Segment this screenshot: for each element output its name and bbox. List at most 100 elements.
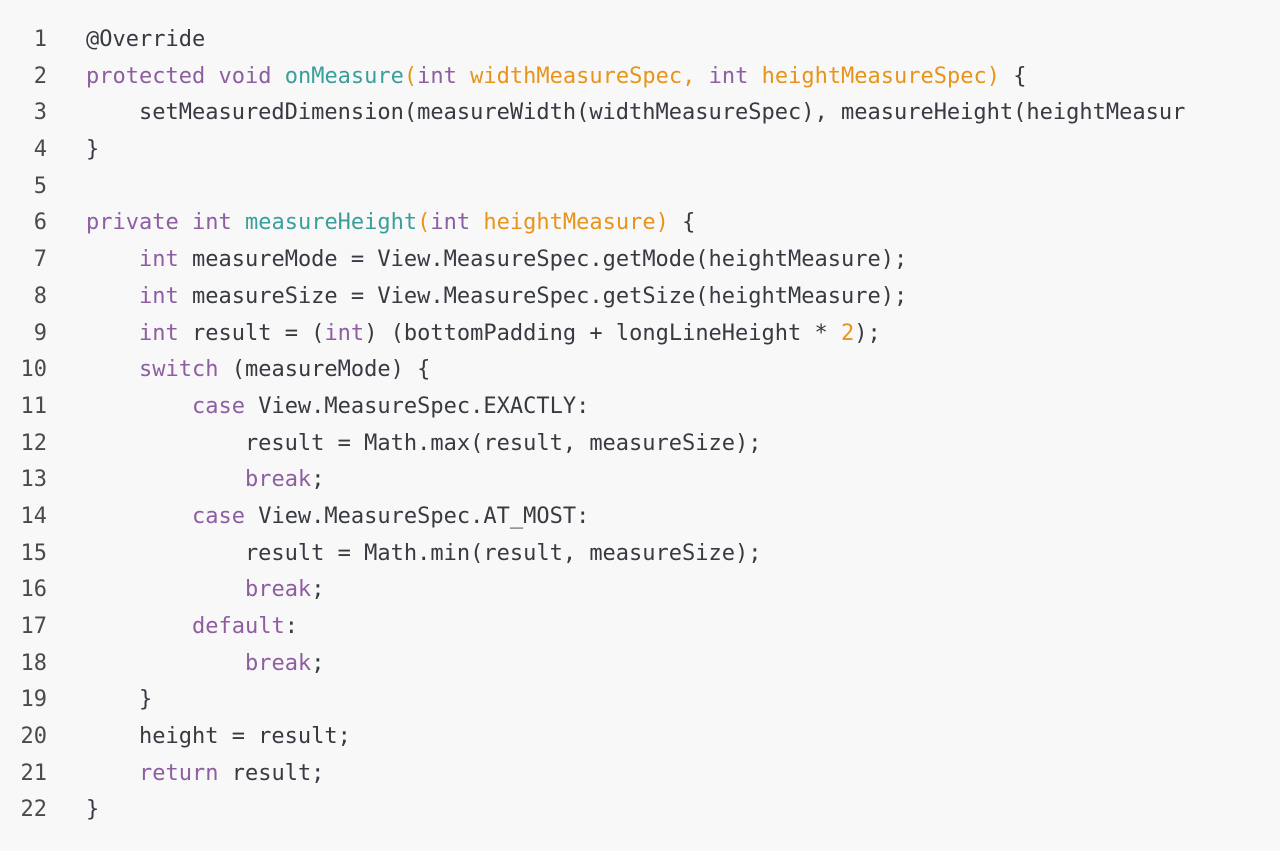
code-token [86,651,245,676]
code-token: } [86,687,153,713]
code-line: 21 return result; [0,756,1280,793]
code-token: } [86,137,100,163]
line-number: 21 [20,760,48,786]
code-token [205,64,218,89]
code-line: 9 int result = (int) (bottomPadding + lo… [0,316,1280,353]
code-token: result; [218,760,325,786]
code-line: 13 break; [0,462,1280,499]
line-number: 20 [20,724,48,750]
keyword-token: break [244,577,312,603]
keyword-token: break [244,467,312,493]
line-code: } [86,682,152,719]
code-line: 22} [0,792,1280,829]
line-number: 18 [20,650,48,676]
line-number: 6 [33,210,47,236]
code-line: 7 int measureMode = View.MeasureSpec.get… [0,242,1280,279]
line-code: break; [86,462,324,499]
keyword-token: switch [138,357,219,383]
code-token [86,614,192,639]
parameter-token: widthMeasureSpec, [456,63,709,89]
line-number: 13 [20,467,48,493]
code-line: 5 [0,169,1280,206]
line-number: 9 [33,320,47,346]
code-token: ; [311,650,325,676]
code-line: 11 case View.MeasureSpec.EXACTLY: [0,389,1280,426]
code-token [86,284,139,309]
line-code: default: [86,609,298,646]
code-line: 19 } [0,682,1280,719]
keyword-token: int [708,63,749,89]
code-token [271,64,284,89]
parameter-token: ( [403,63,418,89]
code-token: } [86,797,100,823]
code-line: 1@Override [0,22,1280,59]
parameter-token: ( [417,210,431,236]
code-line: 8 int measureSize = View.MeasureSpec.get… [0,279,1280,316]
line-code: int measureSize = View.MeasureSpec.getSi… [86,279,907,316]
line-code: int measureMode = View.MeasureSpec.getMo… [86,242,907,279]
code-token: result = Math.min(result, measureSize); [86,540,762,566]
line-number: 17 [20,614,48,639]
line-number: 15 [20,540,48,566]
line-code: height = result; [86,719,351,756]
parameter-token: heightMeasureSpec) [748,63,1001,89]
line-code: switch (measureMode) { [86,352,430,389]
line-number: 4 [33,137,47,163]
line-code: } [86,132,99,169]
code-token: ) (bottomPadding + longLineHeight * [364,320,842,346]
code-line: 16 break; [0,572,1280,609]
code-token: ; [311,577,325,603]
code-token [86,577,245,602]
line-number: 8 [33,283,47,309]
code-line: 20 height = result; [0,719,1280,756]
line-code: result = Math.max(result, measureSize); [86,426,762,463]
line-code: setMeasuredDimension(measureWidth(widthM… [86,95,1185,132]
line-code: break; [86,572,324,609]
code-line: 10 switch (measureMode) { [0,352,1280,389]
line-number: 10 [20,357,48,383]
code-line: 18 break; [0,646,1280,683]
number-token: 2 [841,320,855,346]
code-line: 12 result = Math.max(result, measureSize… [0,426,1280,463]
code-line: 3 setMeasuredDimension(measureWidth(widt… [0,95,1280,132]
keyword-token: int [324,320,365,346]
keyword-token: int [417,63,457,89]
line-number: 22 [20,797,48,823]
function-name-token: onMeasure [284,63,404,89]
line-code: case View.MeasureSpec.EXACTLY: [86,389,589,426]
keyword-token: break [244,650,312,676]
code-token: result = Math.max(result, measureSize); [86,430,762,456]
code-token: ; [311,467,325,493]
line-number: 16 [20,577,48,603]
code-line: 6 private int measureHeight(int heightMea… [0,205,1280,242]
keyword-token: case [191,393,245,419]
keyword-token: case [191,503,245,529]
code-line: 4} [0,132,1280,169]
code-token: measureSize = View.MeasureSpec.getSize(h… [178,283,908,309]
line-code: protected void onMeasure(int widthMeasur… [86,59,1027,96]
line-code: private int measureHeight(int heightMeas… [86,205,695,242]
code-token [86,761,139,786]
code-token: (measureMode) { [218,357,431,383]
line-code: break; [86,646,324,683]
code-token: : [284,614,298,639]
line-number: 11 [20,393,48,419]
code-token: { [668,210,696,236]
code-token: { [1000,63,1027,89]
code-line: 15 result = Math.min(result, measureSize… [0,536,1280,573]
line-number: 1 [33,27,47,52]
keyword-token: int [138,320,179,346]
keyword-token: int [191,210,232,236]
code-token: ); [854,320,881,346]
code-token [86,247,139,272]
keyword-token: return [138,760,219,786]
code-token [86,321,139,346]
line-code: case View.MeasureSpec.AT_MOST: [86,499,589,536]
line-number: 14 [20,503,48,529]
keyword-token: private [86,210,179,236]
keyword-token: int [430,210,471,236]
line-number: 3 [33,100,47,126]
keyword-token: int [138,283,179,309]
